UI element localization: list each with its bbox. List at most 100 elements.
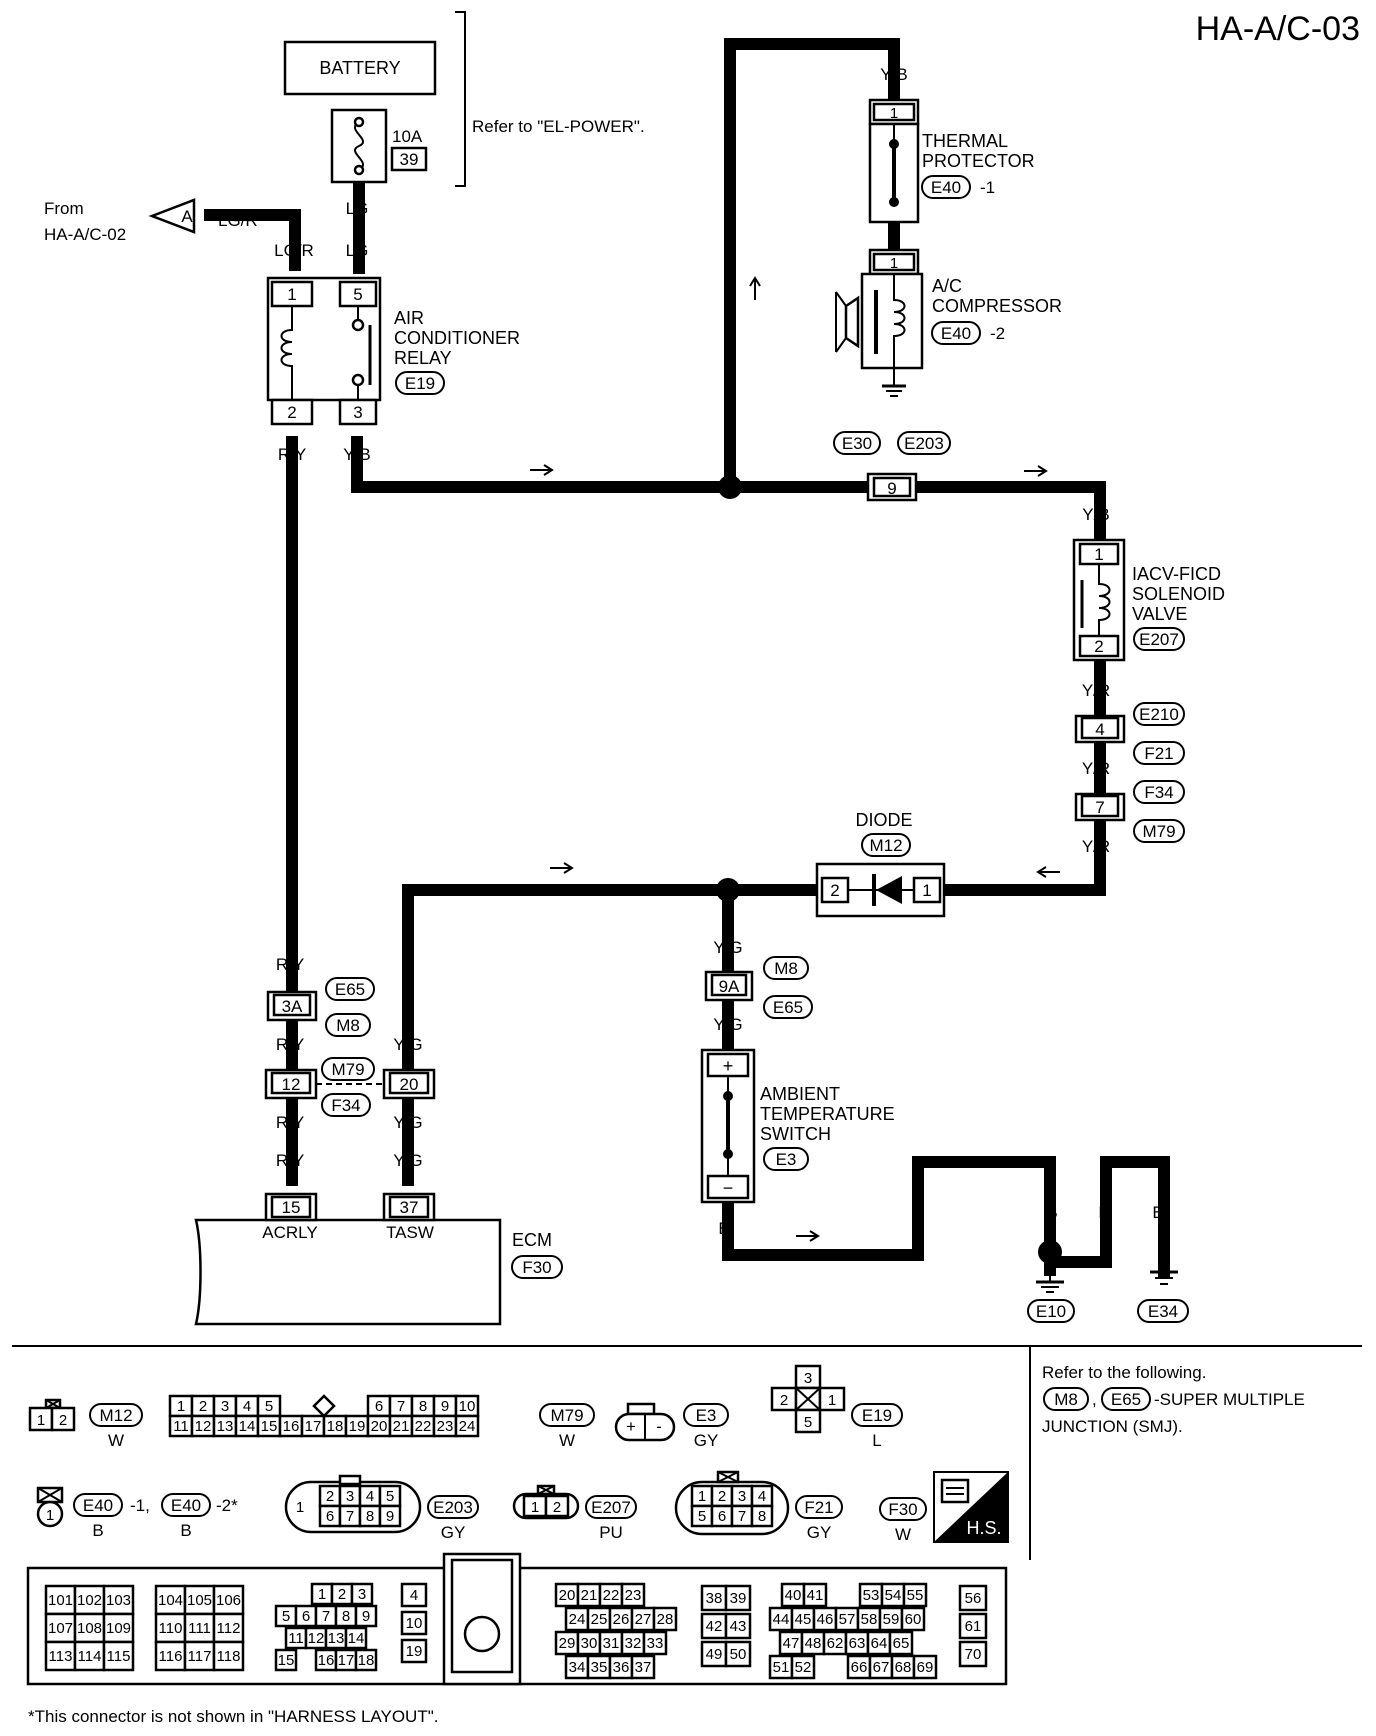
compressor-name: A/C	[932, 276, 962, 296]
connector-pin-label: 111	[188, 1620, 211, 1637]
connector-pin-label: 3	[346, 1488, 354, 1505]
connector-pin-label: 35	[591, 1659, 608, 1676]
legend-color: W	[559, 1431, 575, 1450]
legend-pin: 2	[59, 1412, 67, 1429]
splice-dot	[718, 475, 742, 499]
wires	[204, 38, 1170, 1278]
connector-cell	[354, 1604, 378, 1628]
iacv-connector: E207	[1139, 630, 1179, 649]
wire-label: Y/G	[713, 1015, 742, 1034]
connector-cell	[212, 1584, 245, 1616]
connector-pin-label: 2	[199, 1398, 207, 1415]
connector-pin-label: 12	[308, 1630, 325, 1647]
smj-9a: 9A M8 E65	[704, 956, 813, 1019]
legend-color: GY	[807, 1523, 832, 1542]
connector-pin-label: 4	[758, 1488, 766, 1505]
connector-pin-label: 1	[698, 1488, 706, 1505]
connector-pin-label: 66	[851, 1659, 868, 1676]
connector-cell	[802, 1582, 828, 1608]
connector-pin-label: 14	[239, 1418, 256, 1435]
ecm-terminal: ACRLY	[262, 1223, 317, 1242]
connector-pin-label: 50	[730, 1646, 747, 1663]
m79-connector: F34	[331, 1096, 360, 1115]
ground-e34: E34	[1148, 1302, 1178, 1321]
connector-pin-label: 19	[349, 1418, 366, 1435]
connector-pin-label: 26	[613, 1611, 630, 1628]
connector-pin-label: 2	[338, 1586, 346, 1603]
connector-pin-label: 19	[406, 1643, 423, 1660]
legend-pin: 1	[531, 1499, 539, 1516]
relay-pin: 2	[287, 403, 296, 422]
connector-pin-label: 68	[895, 1659, 912, 1676]
refer-note: Refer to "EL-POWER".	[472, 117, 645, 136]
connector-pin-label: 106	[216, 1592, 241, 1609]
connector-pin-label: 10	[406, 1615, 423, 1632]
diode: DIODE M12 2 1	[815, 810, 946, 918]
connector-pin-label: 38	[706, 1590, 723, 1607]
wire-label: LG	[346, 241, 369, 260]
diode-label: DIODE	[855, 810, 912, 830]
connector-cell	[154, 1584, 187, 1616]
legend-pin: 1	[46, 1507, 54, 1524]
thermal-protector: 1 THERMAL PROTECTOR E40 -1	[868, 98, 1035, 224]
smj-3a: 3A E65 M8	[266, 977, 375, 1037]
connector-pin-label: 8	[342, 1608, 350, 1625]
connector-cell	[44, 1640, 77, 1672]
legend-color: B	[180, 1521, 191, 1540]
wire-label: Y/R	[974, 881, 1002, 900]
relay-pin: 1	[287, 285, 296, 304]
connector-pin-label: 2	[326, 1488, 334, 1505]
smj-connector: M8	[336, 1016, 360, 1035]
connector-pin-label: 13	[217, 1418, 234, 1435]
iacv-pin: 1	[1094, 545, 1103, 564]
iacv-solenoid: 1 2 IACV-FICD SOLENOID VALVE E207	[1072, 538, 1225, 662]
legend-pin: 3	[804, 1370, 812, 1387]
connector-cell	[912, 1654, 938, 1680]
legend-m12: 1 2 M12 W	[28, 1398, 143, 1450]
connector-pin-label: 7	[397, 1398, 405, 1415]
connector-pin-label: 18	[358, 1652, 375, 1669]
hs-label: H.S.	[966, 1518, 1001, 1538]
diode-connector: M12	[869, 836, 902, 855]
connector-pin-label: 3	[221, 1398, 229, 1415]
wire-label: R/Y	[278, 445, 306, 464]
connector-pin-label: 1	[318, 1586, 326, 1603]
connector-pin-label: 54	[885, 1587, 902, 1604]
refer-box: Refer to the following. M8 , E65 -SUPER …	[1042, 1363, 1305, 1436]
connector-pin-label: 6	[375, 1398, 383, 1415]
thermal-name: THERMAL	[922, 131, 1008, 151]
connector-pin-label: 27	[635, 1611, 652, 1628]
ambient-name: AMBIENT	[760, 1084, 840, 1104]
thermal-name: PROTECTOR	[922, 151, 1035, 171]
splice-dot	[716, 878, 740, 902]
wire-label: Y/R	[1082, 837, 1110, 856]
wire-label: LG	[346, 199, 369, 218]
connector-pin-label: 51	[773, 1659, 790, 1676]
connector-pin-label: 52	[795, 1659, 812, 1676]
connector-pin-label: 14	[348, 1630, 365, 1647]
wire-label: Y/B	[343, 445, 370, 464]
relay-name: AIR	[394, 308, 424, 328]
m79-pin: 20	[400, 1075, 419, 1094]
legend-pin: 1	[828, 1392, 836, 1409]
thermal-connector: E40	[931, 178, 961, 197]
legend-e3: + - E3 GY	[614, 1402, 729, 1450]
legend-connector: M12	[99, 1406, 132, 1425]
connector-cell	[154, 1640, 187, 1672]
connector-pin-label: 58	[861, 1611, 878, 1628]
connector-pin-label: 6	[326, 1508, 334, 1525]
page-id: HA-A/C-03	[1196, 10, 1360, 48]
inline-connectors-right: 4 7 E210 F21 F34 M79	[1074, 702, 1185, 843]
ground-e10: E10	[1036, 1302, 1066, 1321]
connector-cell	[350, 1582, 374, 1606]
iacv-name: IACV-FICD	[1132, 564, 1221, 584]
compressor-name: COMPRESSOR	[932, 296, 1062, 316]
connector-pin-label: 53	[863, 1587, 880, 1604]
connector-pin-label: 33	[647, 1635, 664, 1652]
connector-pin-label: 22	[415, 1418, 432, 1435]
smj-pin: 3A	[282, 997, 303, 1016]
connector-pin-label: 5	[265, 1398, 273, 1415]
legend-color: GY	[694, 1431, 719, 1450]
connector-cell	[400, 1582, 428, 1608]
